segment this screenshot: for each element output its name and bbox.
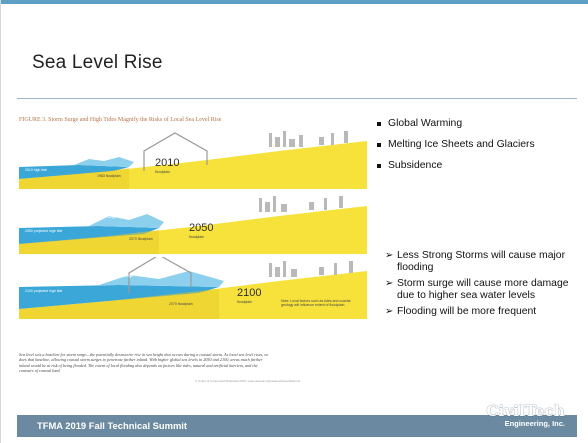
floodplain-label: 2070 floodplain xyxy=(129,237,153,241)
floodplain-label: 1983 floodplain xyxy=(97,174,121,178)
footer-bar: TFMA 2019 Fall Technical Summit CivilTec… xyxy=(17,404,577,437)
surge-label: Storm surge xyxy=(114,274,134,278)
panel-year: 2050 xyxy=(189,222,214,234)
floodplain-sub: floodplain xyxy=(237,300,252,304)
arrow-text: Flooding will be more frequent xyxy=(397,306,537,318)
figure-credit: © Union of Concerned Scientists 2015; ww… xyxy=(195,379,301,383)
surge-label: Storm surge xyxy=(79,156,99,160)
title-divider xyxy=(17,98,577,99)
logo-subtitle: Engineering, Inc. xyxy=(504,419,565,428)
slide-title: Sea Level Rise xyxy=(32,52,163,73)
floodplain-sub: floodplain xyxy=(189,235,204,239)
surge-label: Storm surge xyxy=(97,215,117,219)
arrow-item: ➢Flooding will be more frequent xyxy=(385,306,585,318)
figure-panel-2050: 2050 projected high tide Storm surge 207… xyxy=(19,192,367,254)
bullet-text: Melting Ice Sheets and Glaciers xyxy=(388,139,535,150)
floodplain-label: 2070 floodplain xyxy=(169,302,193,306)
bullet-list: Global Warming Melting Ice Sheets and Gl… xyxy=(377,118,582,181)
floodplain-sub: floodplain xyxy=(155,170,170,174)
footer-text: TFMA 2019 Fall Technical Summit xyxy=(37,420,188,431)
tide-label: 2050 projected high tide xyxy=(25,229,63,233)
figure-panel-2100: 2100 projected high tide Storm surge 207… xyxy=(19,257,367,319)
sea-level-figure: FIGURE 3. Storm Surge and High Tides Mag… xyxy=(15,117,370,390)
logo-wordmark: CivilTech xyxy=(486,402,565,420)
arrow-bullet-icon: ➢ xyxy=(385,306,394,318)
arrow-bullet-icon: ➢ xyxy=(385,250,394,261)
figure-caption: FIGURE 3. Storm Surge and High Tides Mag… xyxy=(19,117,222,123)
figure-panel-2010: 2010 high tide Storm surge 1983 floodpla… xyxy=(19,127,367,189)
arrow-bullet-icon: ➢ xyxy=(385,278,394,290)
tide-label: 2010 high tide xyxy=(25,168,47,172)
bullet-square-icon xyxy=(377,164,381,168)
arrow-item: ➢Storm surge will cause more damage due … xyxy=(385,278,585,301)
tide-label: 2100 projected high tide xyxy=(25,289,63,293)
bullet-item: Global Warming xyxy=(377,118,582,130)
panel-year: 2010 xyxy=(155,157,180,169)
bullet-item: Melting Ice Sheets and Glaciers xyxy=(377,139,582,151)
panel-illustration xyxy=(19,196,367,254)
panel-illustration xyxy=(19,257,367,319)
arrow-item: ➢Less Strong Storms will cause major flo… xyxy=(385,250,585,273)
figure-note: Note: Local factors such as tides and co… xyxy=(281,299,351,307)
bullet-text: Global Warming xyxy=(388,118,463,129)
bullet-item: Subsidence xyxy=(377,160,582,172)
bullet-square-icon xyxy=(377,143,381,147)
panel-illustration xyxy=(19,131,367,189)
arrow-text: Less Strong Storms will cause major floo… xyxy=(397,250,566,273)
bullet-square-icon xyxy=(377,122,381,126)
arrow-list: ➢Less Strong Storms will cause major flo… xyxy=(385,250,585,323)
civiltech-logo: CivilTech Engineering, Inc. xyxy=(486,402,565,429)
figure-footnote: Sea level sets a baseline for storm surg… xyxy=(19,352,269,374)
bullet-text: Subsidence xyxy=(388,160,443,171)
panel-year: 2100 xyxy=(237,287,262,299)
arrow-text: Storm surge will cause more damage due t… xyxy=(397,278,569,301)
top-accent-bar xyxy=(1,0,588,4)
